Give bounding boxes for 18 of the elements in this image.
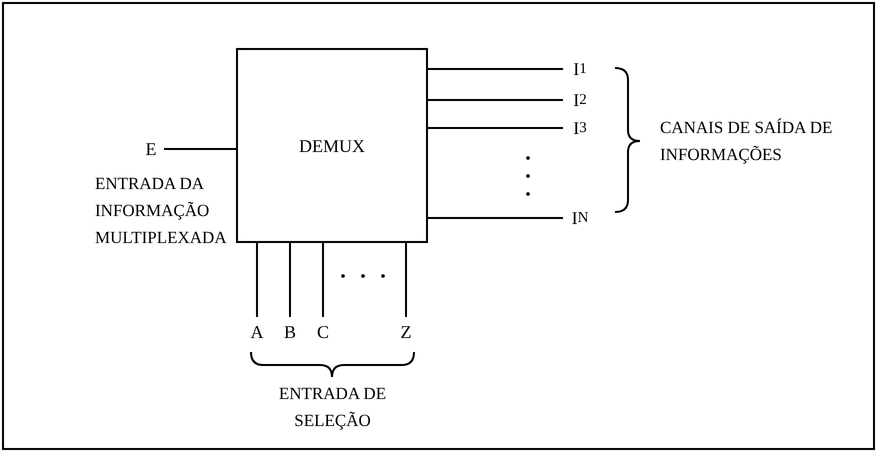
signal-name: B [282,320,298,344]
signal-line [164,148,236,150]
signal-line [428,127,563,129]
selection-caption: ENTRADA DE SELEÇÃO [278,383,388,432]
signal-line [405,243,407,317]
input-caption: ENTRADA DA INFORMAÇÃO MULTIPLEXADA [95,173,228,249]
signal-name: E [142,138,160,160]
signal-line [428,68,563,70]
signal-line [256,243,258,317]
signal-line [289,243,291,317]
signal-name: Z [398,320,414,344]
signal-line [322,243,324,317]
signal-name: A [249,320,265,344]
signal-name: C [315,320,331,344]
signal-line [428,99,563,101]
demux-block: DEMUX [236,48,428,243]
output-caption: CANAIS DE SAÍDA DE INFORMAÇÕES [660,117,834,166]
signal-line [428,217,563,219]
